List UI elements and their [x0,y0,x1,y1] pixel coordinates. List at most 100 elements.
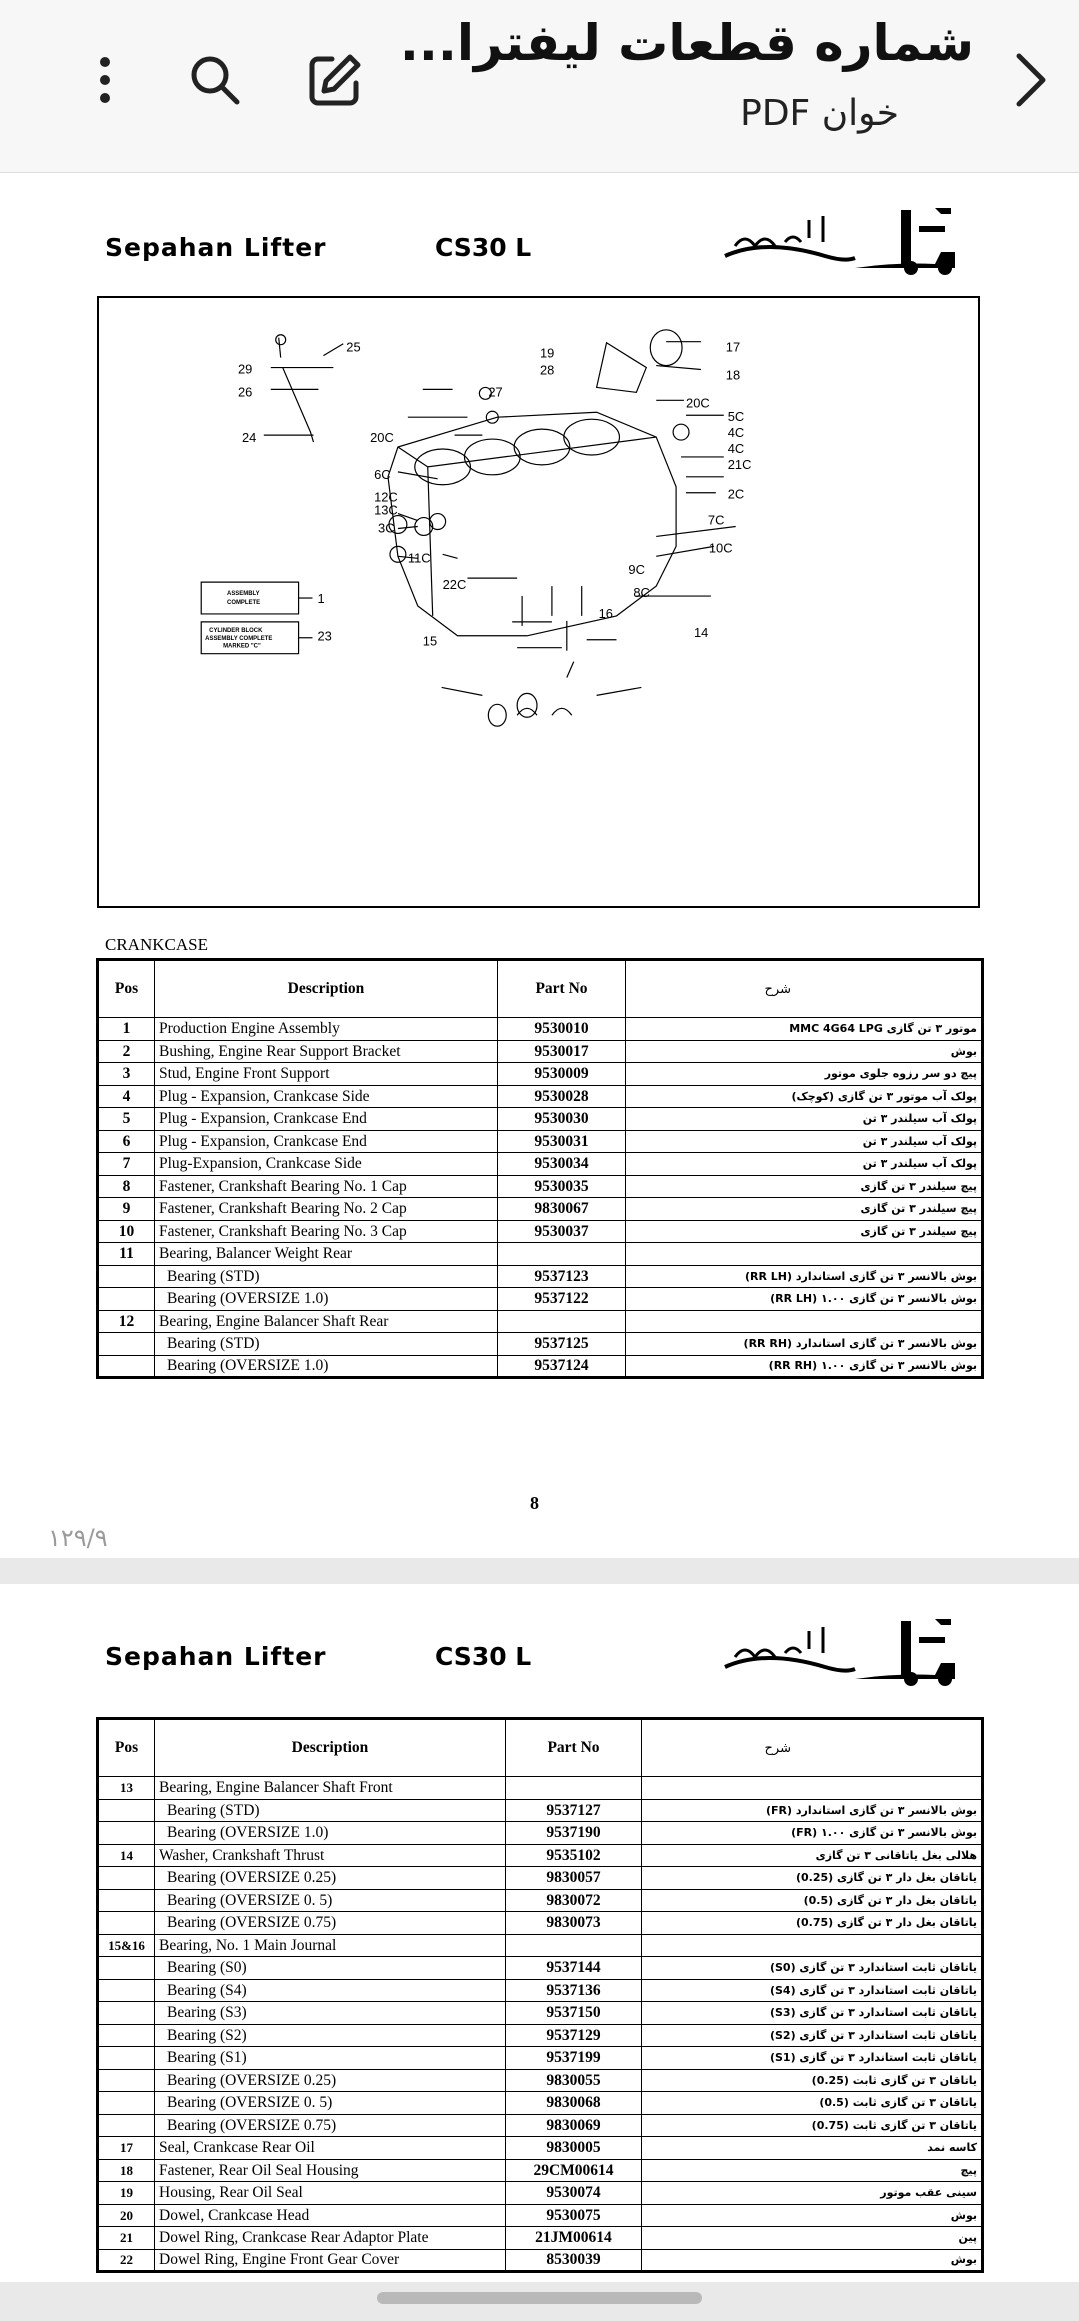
row-part-no: 9535102 [505,1843,642,1867]
row-part-no: 9537136 [505,1978,642,2002]
row-part-no: 9537190 [505,1821,642,1845]
more-options-button[interactable] [80,40,130,120]
row-sharh: موتور ۳ تن گازی MMC 4G64 LPG [625,1017,983,1041]
row-description: Fastener, Crankshaft Bearing No. 2 Cap [154,1197,498,1221]
back-button[interactable] [1001,40,1061,120]
edit-button[interactable] [295,40,375,120]
row-sharh [641,1776,983,1800]
callout-label: 4C [728,425,745,440]
row-pos [97,2068,155,2092]
scroll-handle[interactable] [377,2292,702,2304]
row-pos [97,1821,155,1845]
row-part-no: 9830005 [505,2136,642,2160]
brand-name: Sepahan Lifter [105,1642,327,1671]
row-sharh: بوش [641,2248,983,2272]
row-pos [97,1332,155,1356]
row-description: Seal, Crankcase Rear Oil [154,2136,506,2160]
row-sharh: بوش بالانسر ۳ تن گازی ۱.۰۰ (FR) [641,1821,983,1845]
row-sharh: پولک آب سیلندر ۳ تن [625,1107,983,1131]
row-description: Dowel, Crankcase Head [154,2203,506,2227]
row-pos [97,1978,155,2002]
row-description: Bearing (OVERSIZE 0. 5) [154,1888,506,1912]
row-pos [97,1866,155,1890]
callout-label: 29 [238,362,252,377]
col-header-pos: Pos [97,959,155,1018]
row-pos: 3 [97,1062,155,1086]
callout-label: 20C [686,395,710,410]
row-part-no: 9537129 [505,2023,642,2047]
row-pos: 8 [97,1174,155,1198]
callout-label: 1 [317,591,324,606]
row-part-no: 9530028 [497,1084,626,1108]
col-header-pos: Pos [97,1718,155,1777]
row-sharh: یاتاقان ۳ تن گازی ثابت (0.75) [641,2113,983,2137]
callout-label: 2C [728,487,745,502]
row-pos: 17 [97,2136,155,2160]
row-description: Bearing (S0) [154,1956,506,1980]
row-description: Bearing (OVERSIZE 0.75) [154,1911,506,1935]
row-description: Production Engine Assembly [154,1017,498,1041]
callout-label: 15 [423,634,437,649]
row-pos: 11 [97,1242,155,1266]
callout-label: 18 [726,367,740,382]
callout-label: 14 [694,625,708,640]
row-description: Washer, Crankshaft Thrust [154,1843,506,1867]
document-title: شماره قطعات لیفترا... [399,14,974,72]
row-description: Bearing (S3) [154,2001,506,2025]
search-button[interactable] [175,40,255,120]
row-pos: 9 [97,1197,155,1221]
row-pos: 22 [97,2248,155,2272]
row-part-no: 9537124 [497,1354,626,1378]
row-description: Bearing, Balancer Weight Rear [154,1242,498,1266]
model-name: CS30 L [435,1642,532,1671]
row-sharh [625,1242,983,1266]
row-part-no [497,1242,626,1266]
row-pos [97,1798,155,1822]
row-pos [97,1888,155,1912]
row-description: Bushing, Engine Rear Support Bracket [154,1039,498,1063]
row-sharh: یاتاقان ثابت استاندارد ۳ تن گازی (S0) [641,1956,983,1980]
section-title: CRANKCASE [105,935,208,954]
row-sharh: بوش بالانسر ۳ تن گازی استاندارد (RR RH) [625,1332,983,1356]
chevron-right-icon [1016,53,1046,107]
row-sharh: پیچ سیلندر ۳ تن گازی [625,1174,983,1198]
row-description: Bearing, Engine Balancer Shaft Rear [154,1309,498,1333]
callout-label: 3C [378,520,395,535]
row-pos: 10 [97,1219,155,1243]
row-sharh: بوش [625,1039,983,1063]
row-description: Bearing (OVERSIZE 1.0) [154,1354,498,1378]
row-description: Dowel Ring, Crankcase Rear Adaptor Plate [154,2226,506,2250]
pdf-page-9[interactable]: Sepahan Lifter CS30 L Pos Description Pa… [0,1584,1079,2282]
row-part-no: 9537150 [505,2001,642,2025]
row-part-no: 8530039 [505,2248,642,2272]
brand-name: Sepahan Lifter [105,233,327,262]
row-part-no: 9537144 [505,1956,642,1980]
row-part-no: 9530030 [497,1107,626,1131]
callout-label: 10C [709,540,733,555]
row-description: Plug - Expansion, Crankcase End [154,1129,498,1153]
row-part-no: 9530075 [505,2203,642,2227]
pdf-page-8[interactable]: Sepahan Lifter CS30 L [0,173,1079,1558]
row-pos [97,2091,155,2115]
sepahan-lifter-logo [724,208,955,275]
row-pos [97,1956,155,1980]
row-description: Bearing (STD) [154,1264,498,1288]
row-sharh: هلالی بغل یاتاقانی ۳ تن گازی [641,1843,983,1867]
row-pos: 18 [97,2158,155,2182]
